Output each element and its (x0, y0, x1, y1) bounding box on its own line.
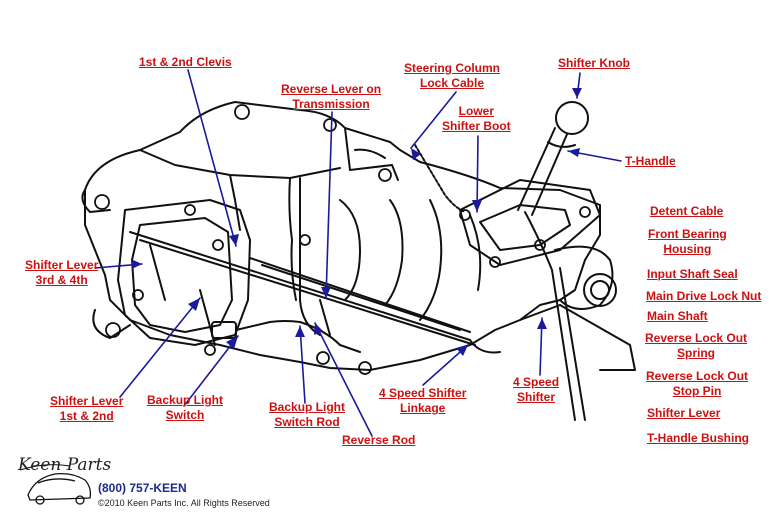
label-line: Transmission (292, 97, 370, 111)
label-line: Switch (165, 408, 205, 422)
keen-parts-logo: Keen Parts (18, 455, 112, 475)
label-shifter-lever[interactable]: Shifter Lever (647, 406, 721, 420)
label-main-drive-lock-nut[interactable]: Main Drive Lock Nut (646, 289, 762, 303)
label-line: 4 Speed (513, 375, 560, 389)
label-line: Backup Light (147, 393, 224, 407)
label-4-speed-shifter-linkage[interactable]: 4 Speed Shifter Linkage (379, 386, 466, 416)
label-line: Reverse Lock Out (645, 331, 748, 345)
phone-number: (800) 757-KEEN (98, 481, 187, 495)
label-line: 3rd & 4th (35, 273, 88, 287)
label-reverse-lock-out-stop-pin[interactable]: Reverse Lock Out Stop Pin (646, 369, 748, 399)
label-line: Shifter (517, 390, 556, 404)
label-line: Spring (677, 346, 716, 360)
transmission-drawing (81, 101, 636, 421)
label-backup-light-switch-rod[interactable]: Backup Light Switch Rod (269, 400, 345, 430)
label-line: Shifter Boot (442, 119, 511, 133)
label-input-shaft-seal[interactable]: Input Shaft Seal (647, 267, 738, 281)
label-4-speed-shifter[interactable]: 4 Speed Shifter (513, 375, 559, 405)
label-front-bearing-housing[interactable]: Front Bearing Housing (648, 227, 727, 257)
label-line: Stop Pin (672, 384, 722, 398)
bolt-heads (94, 104, 591, 375)
label-line: Reverse Lever on (281, 82, 382, 96)
label-line: Lower (458, 104, 494, 118)
label-line: Backup Light (269, 400, 346, 414)
label-line: Reverse Lock Out (646, 369, 749, 383)
label-line: Steering Column (404, 61, 501, 75)
label-reverse-lock-out-spring[interactable]: Reverse Lock Out Spring (645, 331, 747, 361)
label-line: Lock Cable (419, 76, 485, 90)
label-line: 4 Speed Shifter (379, 386, 467, 400)
label-line: Linkage (400, 401, 446, 415)
label-detent-cable[interactable]: Detent Cable (650, 204, 724, 218)
label-t-handle[interactable]: T-Handle (625, 154, 676, 168)
label-reverse-lever-transmission[interactable]: Reverse Lever on Transmission (281, 82, 381, 112)
label-backup-light-switch[interactable]: Backup Light Switch (147, 393, 223, 423)
label-steering-column-lock-cable[interactable]: Steering Column Lock Cable (404, 61, 500, 91)
label-main-shaft[interactable]: Main Shaft (647, 309, 708, 323)
label-line: 1st & 2nd (59, 409, 114, 423)
label-line: Shifter Lever (25, 258, 99, 272)
copyright-notice: ©2010 Keen Parts Inc. All Rights Reserve… (98, 498, 270, 508)
label-line: Shifter Lever (50, 394, 124, 408)
label-shifter-lever-1st-2nd[interactable]: Shifter Lever 1st & 2nd (50, 394, 123, 424)
label-line: Front Bearing (648, 227, 727, 241)
label-lower-shifter-boot[interactable]: Lower Shifter Boot (442, 104, 511, 134)
label-1st-2nd-clevis[interactable]: 1st & 2nd Clevis (139, 55, 232, 69)
label-t-handle-bushing[interactable]: T-Handle Bushing (647, 431, 749, 445)
label-reverse-rod[interactable]: Reverse Rod (342, 433, 416, 447)
car-logo-icon (19, 464, 92, 505)
label-shifter-lever-3rd-4th[interactable]: Shifter Lever 3rd & 4th (25, 258, 98, 288)
label-shifter-knob[interactable]: Shifter Knob (558, 56, 630, 70)
label-line: Housing (663, 242, 712, 256)
leader-arrows (131, 88, 582, 356)
label-line: Switch Rod (274, 415, 340, 429)
